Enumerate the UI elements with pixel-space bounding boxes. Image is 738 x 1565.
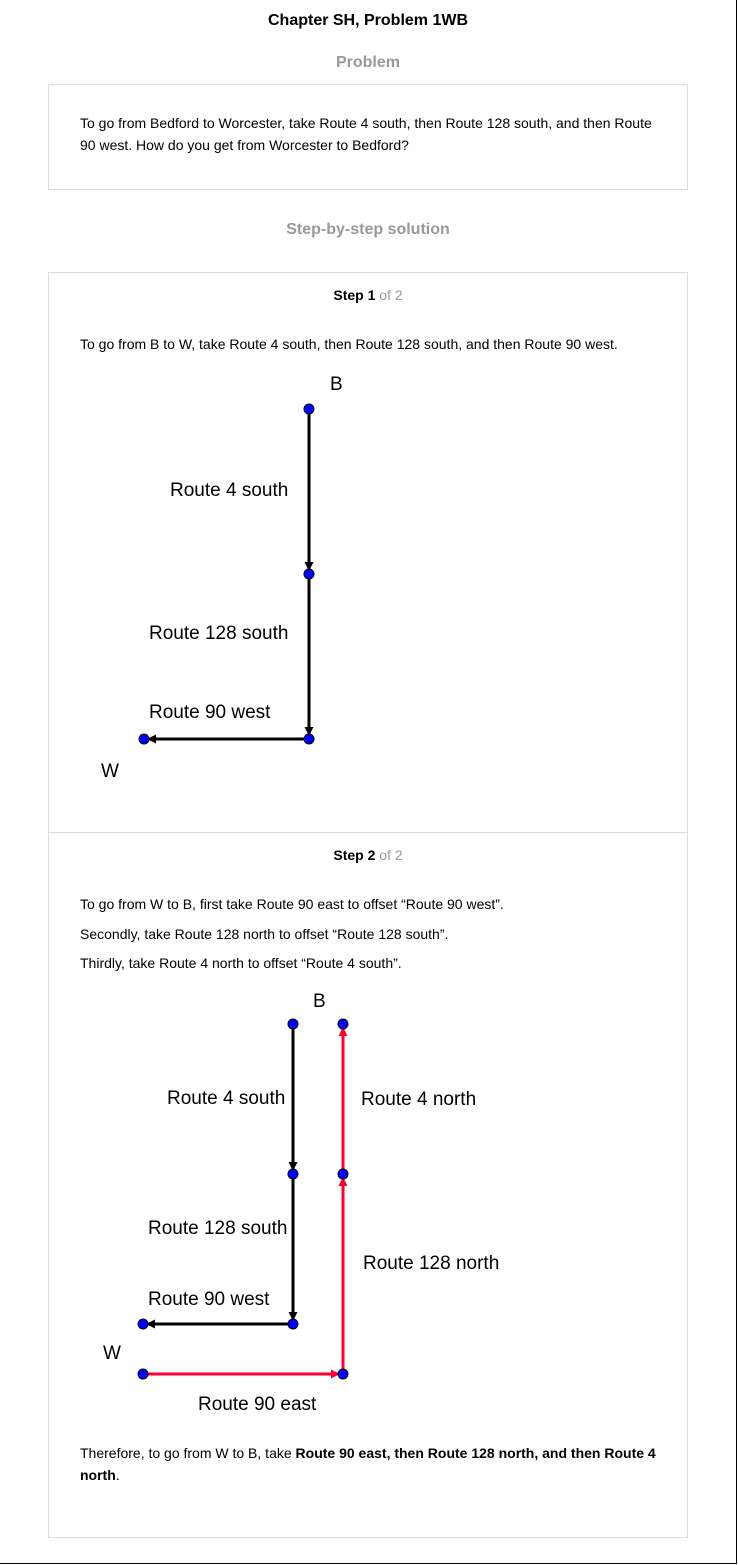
solution-heading: Step-by-step solution <box>286 221 450 238</box>
step1-label: Step 1 <box>333 287 376 303</box>
step2-line2: Secondly, take Route 128 north to offset… <box>80 926 449 942</box>
node-corner-right <box>337 1368 349 1380</box>
step1-route-diagram: B W Route 4 south Route 128 south Route … <box>101 374 343 782</box>
label-route90-east: Route 90 east <box>198 1394 317 1415</box>
conclusion-prefix: Therefore, to go from W to B, take <box>80 1445 296 1461</box>
step2-line1: To go from W to B, first take Route 90 e… <box>80 896 504 912</box>
conclusion-suffix: . <box>115 1467 120 1483</box>
node-b <box>303 403 315 415</box>
node-b-left <box>287 1018 299 1030</box>
step1-of: of 2 <box>379 287 403 303</box>
chapter-title: Chapter SH, Problem 1WB <box>267 12 469 29</box>
node-w-top <box>137 1318 149 1330</box>
node-b-right <box>337 1018 349 1030</box>
step2-label: Step 2 <box>333 847 376 863</box>
label-route4-south: Route 4 south <box>170 480 288 501</box>
step2-title: Step 2 of 2 <box>49 847 687 863</box>
label-b: B <box>313 991 326 1012</box>
label-w: W <box>101 761 119 782</box>
node-corner-left <box>287 1318 299 1330</box>
step2-line3: Thirdly, take Route 4 north to offset “R… <box>80 955 402 971</box>
label-route128-south: Route 128 south <box>149 623 288 644</box>
node-mid <box>303 568 315 580</box>
node-w <box>138 733 150 745</box>
step1-text: To go from B to W, take Route 4 south, t… <box>80 336 618 352</box>
step2-of: of 2 <box>379 847 403 863</box>
step1-title: Step 1 of 2 <box>49 287 687 303</box>
node-mid-right <box>337 1168 349 1180</box>
label-route90-west: Route 90 west <box>149 702 271 723</box>
step2-conclusion: Therefore, to go from W to B, take Route… <box>80 1442 660 1486</box>
node-mid-left <box>287 1168 299 1180</box>
step2-route-diagram: B W Route 4 south Route 128 south Route … <box>103 991 499 1415</box>
label-route90-west: Route 90 west <box>148 1289 270 1310</box>
label-route4-south: Route 4 south <box>167 1088 285 1109</box>
problem-heading: Problem <box>335 54 400 71</box>
node-w-bottom <box>137 1368 149 1380</box>
label-b: B <box>330 374 343 395</box>
conclusion-answer: Route 90 east, then Route 128 north, and… <box>80 1445 656 1483</box>
problem-box: To go from Bedford to Worcester, take Ro… <box>48 84 688 190</box>
label-route4-north: Route 4 north <box>361 1089 476 1110</box>
label-route128-south: Route 128 south <box>148 1218 287 1239</box>
problem-text: To go from Bedford to Worcester, take Ro… <box>80 115 652 153</box>
step1-box: Step 1 of 2 To go from B to W, take Rout… <box>48 272 688 833</box>
label-route128-north: Route 128 north <box>363 1253 499 1274</box>
step2-box: Step 2 of 2 To go from W to B, first tak… <box>48 832 688 1538</box>
label-w: W <box>103 1343 121 1364</box>
node-corner <box>303 733 315 745</box>
